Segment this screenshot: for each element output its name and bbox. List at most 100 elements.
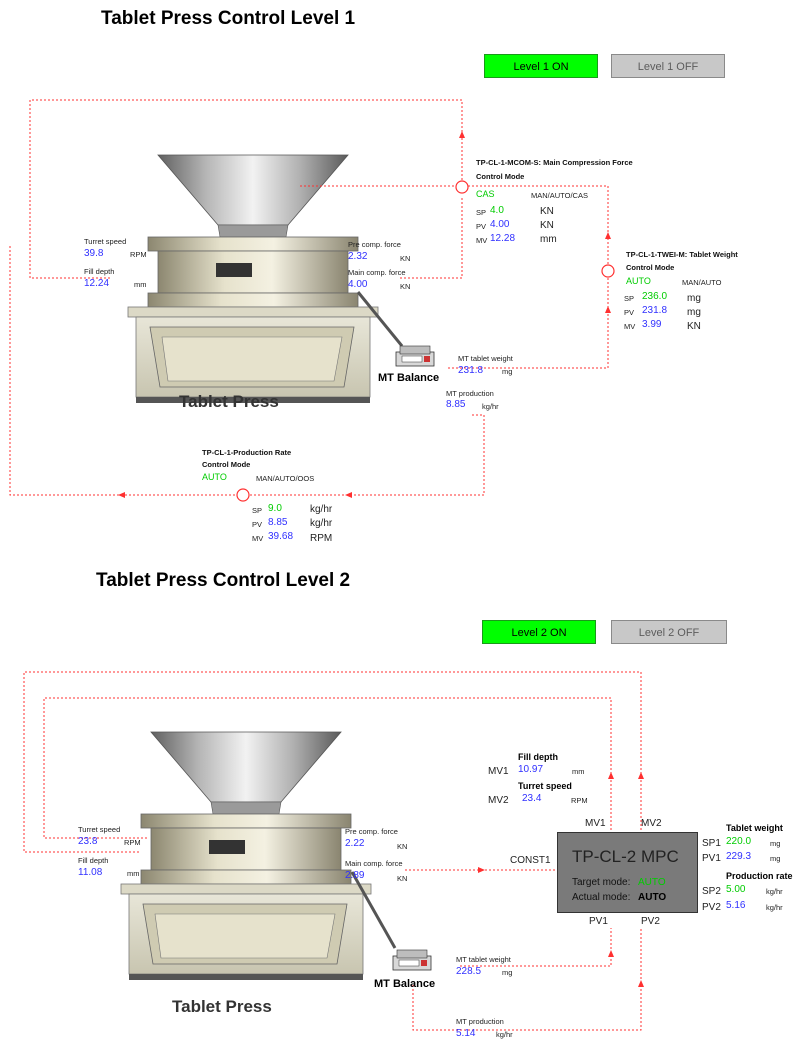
sp1-value[interactable]: 220.0 — [726, 836, 752, 847]
pr-title: Production rate — [726, 871, 793, 881]
mcom-pv-label: PV — [476, 222, 487, 231]
prod-mode-label: Control Mode — [202, 460, 251, 469]
twei-pv-value: 231.8 — [642, 305, 668, 316]
mcom-mode-value[interactable]: CAS — [476, 189, 495, 199]
level2-mt-production-value: 5.14 — [456, 1028, 476, 1039]
mcom-mode-label: Control Mode — [476, 172, 525, 181]
level2-mt-tablet-unit: mg — [502, 968, 513, 977]
sp1-label: SP1 — [702, 838, 721, 849]
level1-press-label: Tablet Press — [179, 392, 279, 411]
twei-mode-options: MAN/AUTO — [682, 278, 722, 287]
mcom-sp-unit: KN — [540, 206, 554, 217]
level2-balance-label: MT Balance — [374, 978, 436, 990]
prod-pv-label: PV — [252, 520, 263, 529]
level1-fill-depth-value: 12.24 — [84, 278, 110, 289]
mv2-value: 23.4 — [522, 793, 542, 804]
twei-pv-unit: mg — [687, 307, 701, 318]
level2-on-button[interactable]: Level 2 ON — [482, 620, 596, 644]
level2-maincomp-value: 2.89 — [345, 870, 365, 881]
tw-title: Tablet weight — [726, 823, 783, 833]
mpc-target-label: Target mode: — [572, 877, 631, 888]
mpc-port-pv1: PV1 — [589, 916, 608, 927]
level2-signal-lines — [23, 671, 642, 1031]
mv2-title: Turret speed — [518, 781, 572, 791]
level1-control-nodes — [236, 180, 615, 502]
level1-mt-tablet-value: 231.8 — [458, 365, 484, 376]
pv1-label: PV1 — [702, 853, 721, 864]
prod-mv-label: MV — [252, 534, 264, 543]
level1-precomp-value: 2.32 — [348, 251, 368, 262]
sp2-unit: kg/hr — [766, 887, 783, 896]
prod-pv-value: 8.85 — [268, 517, 288, 528]
twei-pv-label: PV — [624, 308, 635, 317]
mcom-title: TP-CL-1-MCOM-S: Main Compression Force — [476, 158, 633, 167]
twei-mv-label: MV — [624, 322, 636, 331]
mpc-title: TP-CL-2 MPC — [572, 847, 679, 866]
level1-off-button[interactable]: Level 1 OFF — [611, 54, 725, 78]
pv2-label: PV2 — [702, 902, 721, 913]
prod-sp-label: SP — [252, 506, 263, 515]
mcom-pv-value: 4.00 — [490, 219, 510, 230]
mpc-controller[interactable]: TP-CL-2 MPC Target mode: AUTO Actual mod… — [557, 832, 698, 913]
level2-off-button[interactable]: Level 2 OFF — [611, 620, 727, 644]
mpc-port-mv1: MV1 — [585, 818, 606, 829]
pv1-value: 229.3 — [726, 851, 752, 862]
twei-mv-value: 3.99 — [642, 319, 662, 330]
tablet-press-1-image — [127, 154, 435, 404]
level2-precomp-unit: KN — [397, 842, 408, 851]
twei-mv-unit: KN — [687, 321, 701, 332]
twei-title: TP-CL-1-TWEI-M: Tablet Weight — [626, 250, 738, 259]
sp2-label: SP2 — [702, 886, 721, 897]
twei-mode-value[interactable]: AUTO — [626, 276, 651, 286]
level1-mt-production-label: MT production — [446, 389, 494, 398]
level2-turret-speed-value: 23.8 — [78, 836, 98, 847]
prod-sp-value[interactable]: 9.0 — [268, 503, 282, 514]
level2-maincomp-unit: KN — [397, 874, 408, 883]
const1-label: CONST1 — [510, 855, 551, 866]
level1-maincomp-label: Main comp. force — [348, 268, 406, 277]
twei-sp-label: SP — [624, 294, 635, 303]
mpc-target-value[interactable]: AUTO — [638, 877, 666, 888]
mcom-sp-value[interactable]: 4.0 — [490, 205, 504, 216]
level2-fill-depth-value: 11.08 — [78, 867, 103, 878]
twei-sp-unit: mg — [687, 293, 701, 304]
level2-turret-speed-unit: RPM — [124, 838, 141, 847]
level2-turret-speed-label: Turret speed — [78, 825, 121, 834]
sp2-value[interactable]: 5.00 — [726, 884, 746, 895]
prod-pv-unit: kg/hr — [310, 518, 333, 529]
level1-balance-label: MT Balance — [378, 372, 440, 384]
prod-mv-unit: RPM — [310, 533, 333, 544]
prod-mode-options: MAN/AUTO/OOS — [256, 474, 315, 483]
level1-precomp-label: Pre comp. force — [348, 240, 401, 249]
level2-precomp-value: 2.22 — [345, 838, 365, 849]
level1-precomp-unit: KN — [400, 254, 411, 263]
pv2-unit: kg/hr — [766, 903, 783, 912]
prod-mv-value: 39.68 — [268, 531, 294, 542]
level2-mt-tablet-label: MT tablet weight — [456, 955, 511, 964]
level1-turret-speed-unit: RPM — [130, 250, 147, 259]
level1-mt-tablet-unit: mg — [502, 367, 513, 376]
level2-precomp-label: Pre comp. force — [345, 827, 398, 836]
twei-mode-label: Control Mode — [626, 263, 675, 272]
mpc-port-mv2: MV2 — [641, 818, 662, 829]
twei-sp-value[interactable]: 236.0 — [642, 291, 668, 302]
tablet-press-2-image — [120, 731, 432, 981]
level2-arrows — [478, 772, 644, 987]
level1-arrows — [118, 131, 611, 498]
pv2-value: 5.16 — [726, 900, 746, 911]
level1-mt-production-value: 8.85 — [446, 399, 466, 410]
level2-fill-depth-unit: mm — [127, 869, 140, 878]
pv1-unit: mg — [770, 854, 781, 863]
level1-on-button[interactable]: Level 1 ON — [484, 54, 598, 78]
prod-mode-value[interactable]: AUTO — [202, 472, 227, 482]
level1-title: Tablet Press Control Level 1 — [101, 8, 356, 29]
mcom-pv-unit: KN — [540, 220, 554, 231]
mcom-mv-label: MV — [476, 236, 488, 245]
mcom-mv-unit: mm — [540, 234, 557, 245]
mv1-unit: mm — [572, 767, 585, 776]
level1-turret-speed-label: Turret speed — [84, 237, 127, 246]
level2-maincomp-label: Main comp. force — [345, 859, 403, 868]
mpc-port-pv2: PV2 — [641, 916, 660, 927]
level2-press-label: Tablet Press — [172, 997, 272, 1016]
